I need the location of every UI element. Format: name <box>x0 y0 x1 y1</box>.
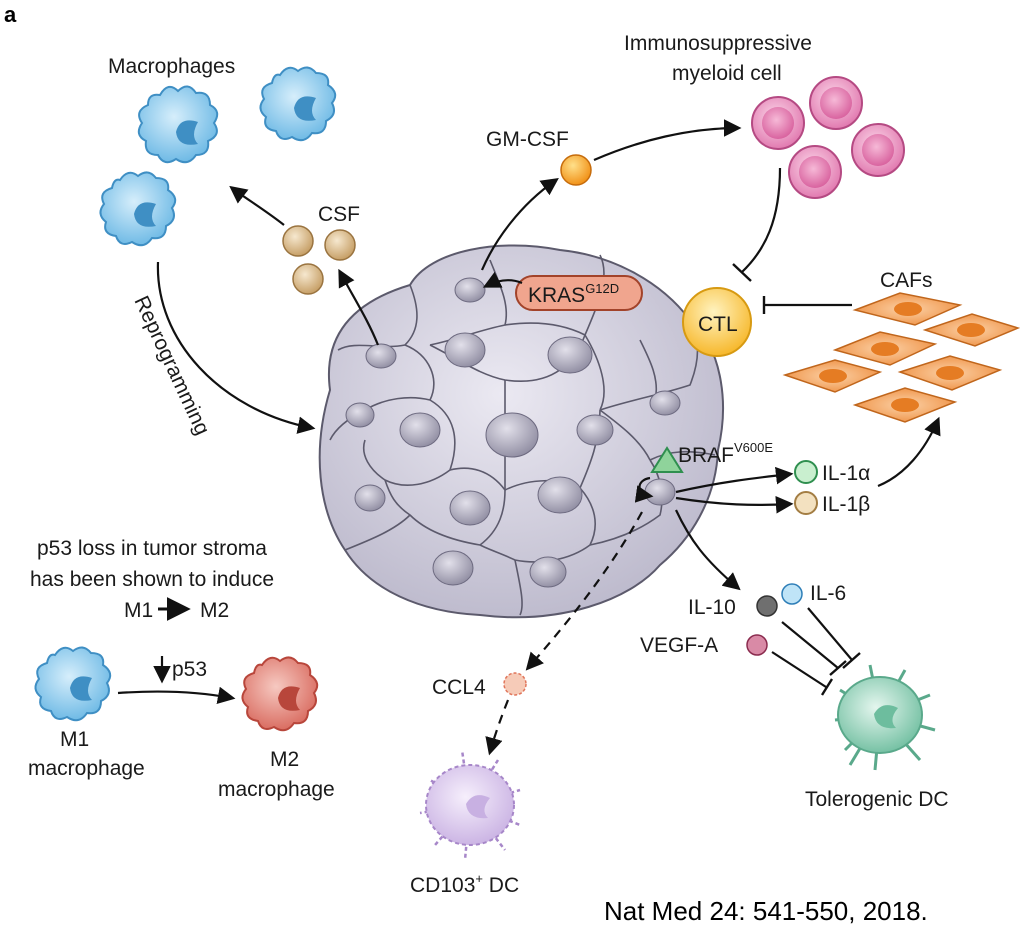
gm-csf-bead <box>560 154 592 186</box>
il1a-arrow <box>675 466 794 494</box>
tumor-to-il10-arrow <box>675 509 741 591</box>
il6-bead <box>781 583 803 605</box>
m2-label-1: M2 <box>270 748 299 771</box>
down-p53-label: p53 <box>172 658 207 681</box>
citation: Nat Med 24: 541-550, 2018. <box>604 896 928 926</box>
immunosuppressive-myeloid-cells <box>751 76 905 199</box>
csf-cytokine-beads <box>282 225 356 295</box>
braf-text: BRAFV600E <box>678 440 773 467</box>
ccl4-label: CCL4 <box>432 676 486 699</box>
m2-macrophage-cell <box>241 656 319 732</box>
il1b-label: IL-1β <box>822 493 870 516</box>
inhibit-bar <box>829 660 847 676</box>
vegfa-bead <box>746 634 768 656</box>
il6-inhibit <box>807 607 853 661</box>
il10-bead <box>756 595 778 617</box>
il1b-arrow <box>675 496 794 514</box>
cd103-label: CD103 <box>410 874 475 897</box>
inhibit-bar <box>820 678 834 696</box>
m1-macrophage-cell <box>34 646 112 722</box>
macrophage-cell <box>99 171 177 247</box>
inhibit-bar <box>732 263 752 282</box>
il1b-bead <box>794 491 818 515</box>
braf-loop-arrow <box>634 476 654 503</box>
cd103-suffix: DC <box>483 874 519 897</box>
macrophages-label: Macrophages <box>108 55 235 78</box>
il10-label: IL-10 <box>688 596 736 619</box>
il1-to-caf-arrow <box>877 416 941 488</box>
immunosuppressive-label-1: Immunosuppressive <box>624 32 812 55</box>
tolerogenic-dc-label: Tolerogenic DC <box>805 788 949 811</box>
p53-m2-text: M2 <box>200 599 229 622</box>
tolerogenic-dc-cell <box>834 664 936 771</box>
p53-m1-text: M1 <box>124 599 153 622</box>
p53-text-line1: p53 loss in tumor stroma <box>37 537 267 560</box>
reprogramming-label: Reprogramming <box>129 292 213 438</box>
inhibit-bar <box>842 652 861 669</box>
kras-arrow <box>482 271 523 288</box>
p53-text-line2: has been shown to induce <box>30 568 274 591</box>
ctl-label: CTL <box>698 313 738 336</box>
kras-badge: KRASG12D <box>515 275 643 311</box>
il1a-bead <box>794 460 818 484</box>
svg-text:KRASG12D: KRASG12D <box>528 281 619 307</box>
m1-to-m2-cell-arrow <box>117 686 236 705</box>
braf-label: BRAF <box>678 444 734 467</box>
tumor-to-gmcsf-arrow <box>480 177 559 271</box>
ccl4-bead <box>503 672 527 696</box>
cd103-dc-text: CD103+ DC <box>410 871 519 897</box>
vegfa-inhibit <box>771 651 827 688</box>
caf-cell <box>782 292 1020 423</box>
kras-superscript: G12D <box>585 281 619 296</box>
csf-label: CSF <box>318 203 360 226</box>
cafs-label: CAFs <box>880 269 933 292</box>
m1-label-1: M1 <box>60 728 89 751</box>
m1-label-2: macrophage <box>28 757 145 780</box>
m2-label-2: macrophage <box>218 778 335 801</box>
ccl4-to-cd103-dashed <box>485 699 510 756</box>
csf-to-macrophage-arrow <box>229 185 285 226</box>
il6-label: IL-6 <box>810 582 846 605</box>
tumor-cell-cluster <box>318 244 724 619</box>
myeloid-inhibits-ctl <box>741 167 782 273</box>
gmcsf-to-myeloid-arrow <box>593 119 742 162</box>
panel-letter: a <box>4 2 17 27</box>
immunosuppressive-label-2: myeloid cell <box>672 62 782 85</box>
macrophage-cell <box>259 66 337 142</box>
cd103-superscript: + <box>475 871 483 886</box>
gm-csf-label: GM-CSF <box>486 128 569 151</box>
cd103-dc-cell <box>419 749 521 861</box>
il10-inhibit <box>781 621 839 669</box>
kras-label: KRAS <box>528 284 585 307</box>
braf-superscript: V600E <box>734 440 773 455</box>
tumor-to-csf-arrow <box>338 268 380 346</box>
ctl-cell <box>682 287 752 357</box>
braf-triangle <box>650 446 684 473</box>
vegfa-label: VEGF-A <box>640 634 718 657</box>
reprogramming-arrow <box>156 261 316 434</box>
tumor-to-ccl4-dashed <box>525 511 643 671</box>
il1a-label: IL-1α <box>822 462 870 485</box>
macrophage-cell <box>137 85 219 164</box>
